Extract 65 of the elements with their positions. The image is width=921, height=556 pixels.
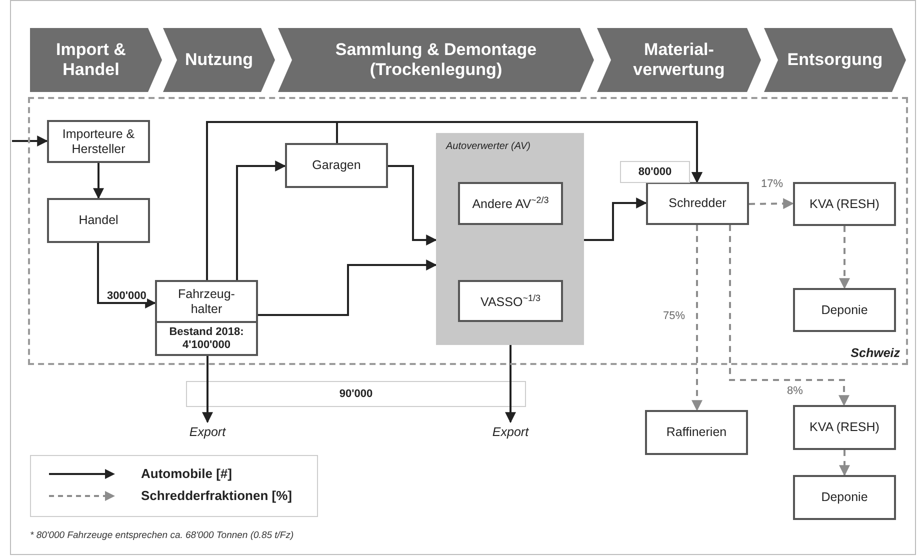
legend-label: Schredderfraktionen [%] [141,488,292,503]
stock-note: Bestand 2018: 4'100'000 [155,321,258,356]
edge-label: 75% [662,310,686,322]
node-label: Export [492,424,529,440]
node-label: Schredder [668,196,726,211]
arrow [236,160,286,280]
process-box [458,182,563,225]
node-label: VASSO$^{~1/3}$ [480,292,540,310]
arrow [505,345,516,424]
arrow [202,356,213,424]
process-box [285,143,388,188]
node-label: Andere AV$^{~2/3}$ [472,195,549,212]
phase-label: Entsorgung [787,50,883,70]
phase-header [764,28,906,92]
node-label: Raffinerien [666,425,727,440]
group-panel [436,133,584,345]
arrow [12,136,48,146]
dashed-arrow [839,226,850,290]
node-label: Fahrzeug-halter [155,280,258,323]
phase-header [30,28,162,92]
dashed-arrow [748,198,794,210]
process-box [47,198,150,243]
phase-header [163,28,275,92]
footnote: * 80'000 Fahrzeuge entsprechen ca. 68'000 Tonnen (0.85 t/Fz) [30,530,295,543]
edge-label: 8% [786,385,804,397]
node-label: Deponie [821,302,868,318]
arrow [388,165,438,246]
dashed-arrow [839,450,850,476]
region-frame [28,97,908,365]
edge-label: 17% [760,178,784,190]
arrow [97,243,156,308]
process-box [793,475,896,520]
process-box [458,280,563,322]
phase-label: Import & Handel [55,40,127,80]
node-label: Deponie [821,490,868,505]
group-heading: Autoverwerter (AV) [446,141,530,152]
node-label: Garagen [312,158,361,173]
region-label: Schweiz [850,346,900,360]
process-box [793,182,896,226]
dashed-arrow [729,224,850,406]
arrow [336,121,702,184]
edge-label: 300'000 [106,290,148,302]
phase-header [597,28,761,92]
quantity-label: 90'000 [186,381,526,407]
dashed-arrow [692,225,702,412]
quantity-label: 80'000 [620,161,690,183]
process-box [793,288,896,332]
arrow [584,198,648,241]
node-label: KVA (RESH) [810,420,880,435]
process-box [645,410,748,455]
phase-header [278,28,594,92]
process-box [793,405,896,450]
arrow [258,260,438,316]
node-label: Importeure & Hersteller [61,127,136,156]
phase-label: Material-verwertung [632,40,726,80]
legend-label: Automobile [#] [141,466,232,481]
node-label: Export [189,424,226,440]
phase-label: Sammlung & Demontage (Trockenlegung) [334,40,538,80]
node-label: Handel [78,213,118,228]
process-box [155,280,258,356]
node-label: KVA (RESH) [810,196,880,212]
arrow [93,163,104,200]
phase-label: Nutzung [185,50,253,70]
process-box [646,182,749,225]
process-box [47,120,150,163]
